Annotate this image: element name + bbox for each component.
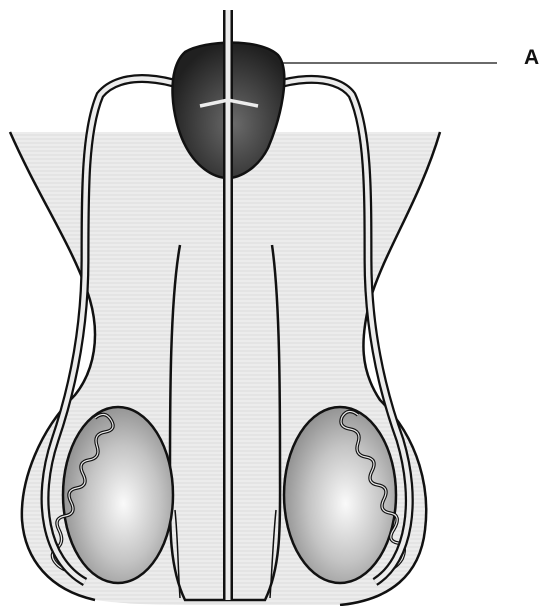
right-testis: [284, 407, 396, 583]
label-a: A: [524, 46, 539, 70]
left-testis: [63, 407, 173, 583]
